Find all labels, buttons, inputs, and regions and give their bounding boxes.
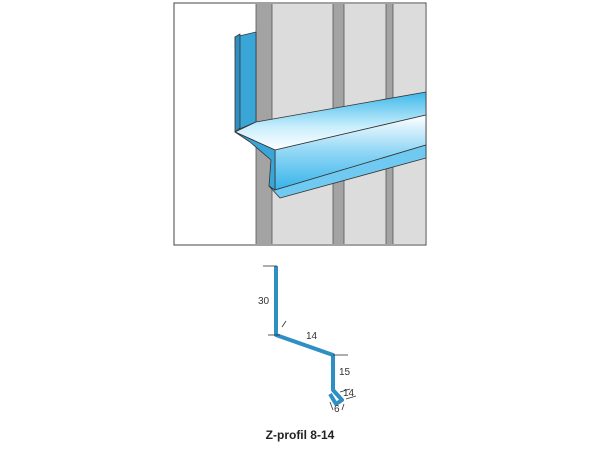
dimension-14-drip: 14 xyxy=(343,388,355,399)
dimension-30: 30 xyxy=(258,296,270,307)
perspective-view xyxy=(173,2,427,246)
caption: Z-profil 8-14 xyxy=(265,428,335,442)
cross-section-drawing: 30 14 15 14 6 xyxy=(258,265,357,415)
dimension-15: 15 xyxy=(339,367,351,378)
z-profile-3d xyxy=(234,31,427,199)
dimension-14-slope: 14 xyxy=(306,331,318,342)
dimension-ticks xyxy=(263,265,357,411)
dimension-6: 6 xyxy=(334,404,340,415)
